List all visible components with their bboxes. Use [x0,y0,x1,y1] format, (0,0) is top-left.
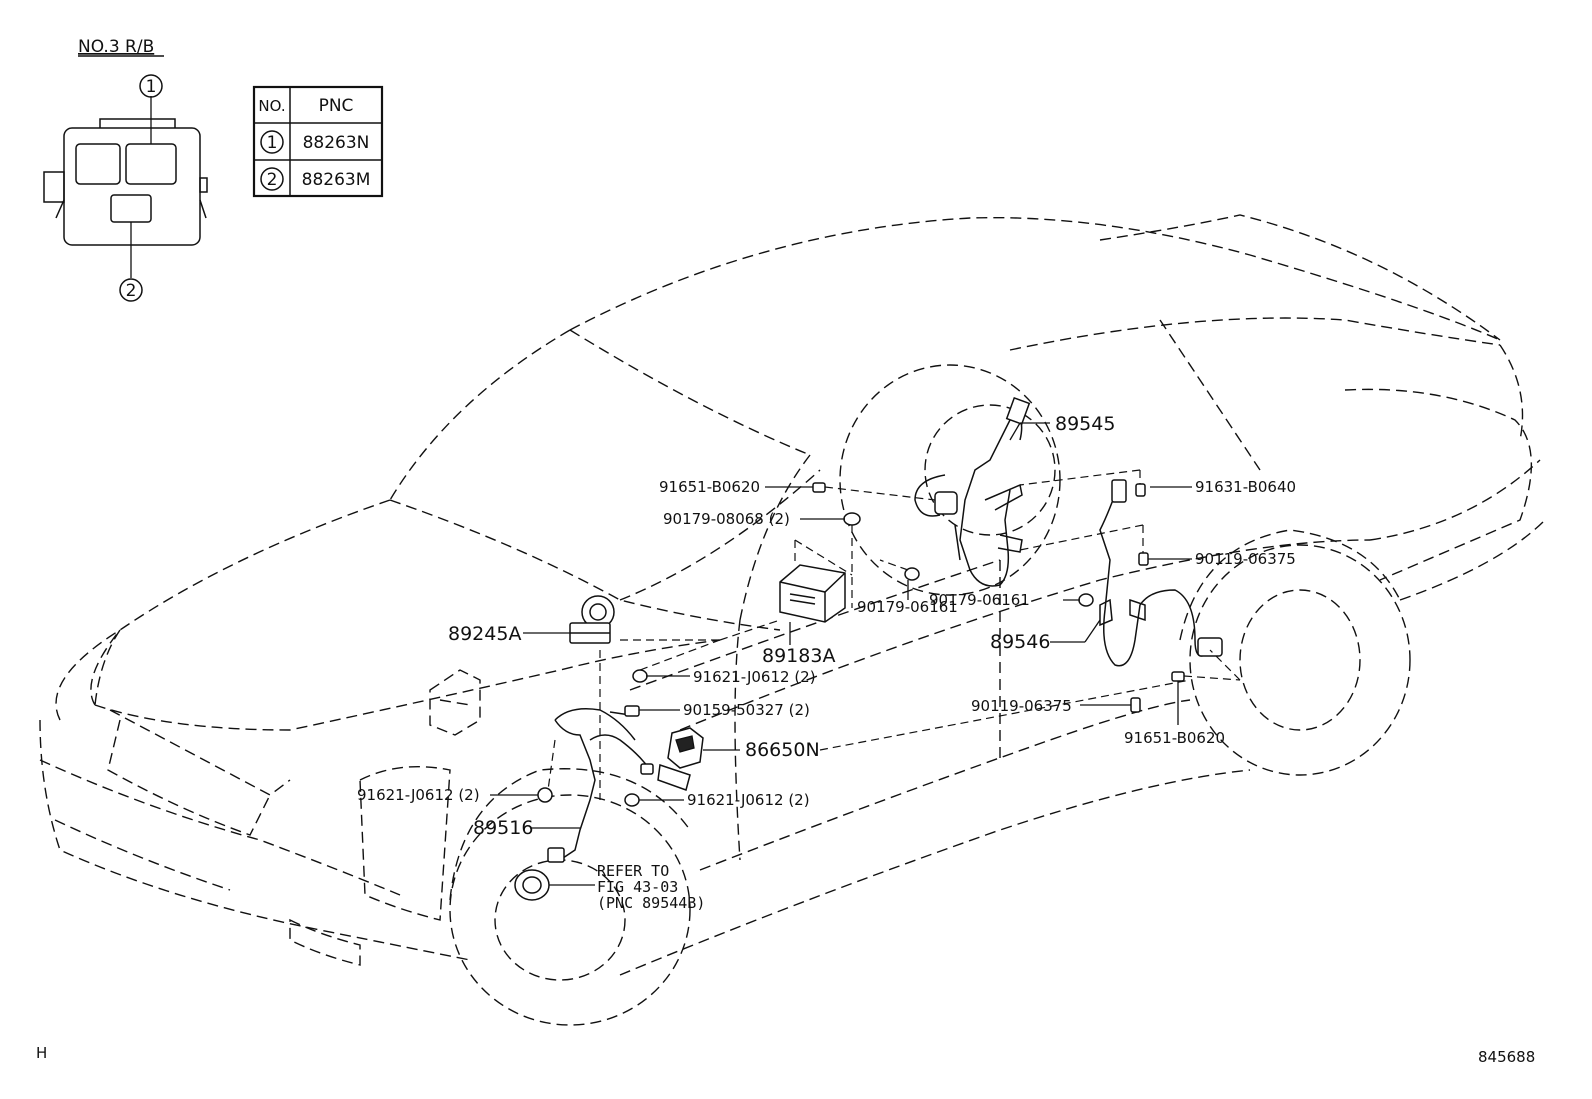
label-90119-06375-bottom: 90119-06375 [971,697,1072,715]
callout-2: 2 [126,281,137,301]
harness-89516 [514,708,654,901]
engine-bay-component [429,669,481,736]
table-row-1-pnc: 88263N [303,133,370,153]
label-89245a: 89245A [448,623,521,645]
callout-1-circle [139,74,163,98]
label-91651-b0620-bottom: 91651-B0620 [1124,729,1225,747]
label-90179-06161-a: 90179-06161 [857,598,958,616]
refer-to-line-3: (PNC 89544B) [597,894,705,912]
car-outline [39,214,1546,1026]
footer-left-code: H [36,1044,47,1062]
pnc-table: NO. PNC 1 88263N 2 88263M [252,85,384,198]
callout-2-circle [119,278,143,302]
table-row-2-no: 2 [267,170,278,190]
label-89183a: 89183A [762,645,835,667]
label-89545: 89545 [1055,413,1115,435]
part-86650n [657,727,704,791]
table-header-no: NO. [258,97,285,115]
fasteners [537,482,1185,807]
label-90179-06161-b: 90179-06161 [929,591,1030,609]
label-91621-j0612-b: 91621-J0612 (2) [357,786,480,804]
refer-to-line-1: REFER TO [597,862,669,880]
label-91651-b0620-top: 91651-B0620 [659,478,760,496]
footer-right-code: 845688 [1478,1048,1535,1066]
label-86650n: 86650N [745,739,820,761]
label-91621-j0612-a: 91621-J0612 (2) [693,668,816,686]
label-91631-b0640: 91631-B0640 [1195,478,1296,496]
part-labels: 89545 91651-B0620 91631-B0640 90179-0806… [357,413,1296,912]
callout-1: 1 [146,77,157,97]
label-89546: 89546 [990,631,1050,653]
label-90159-50327: 90159-50327 (2) [683,701,810,719]
label-91621-j0612-c: 91621-J0612 (2) [687,791,810,809]
label-89516: 89516 [473,817,533,839]
sensor-89245a [569,595,615,644]
table-row-2-pnc: 88263M [302,170,371,190]
ecu-89183a [779,564,846,623]
sensor-89546 [1099,479,1223,667]
leader-lines [490,422,1241,886]
table-row-1-no: 1 [267,133,278,153]
refer-to-line-2: FIG 43-03 [597,878,678,896]
label-90119-06375-top: 90119-06375 [1195,550,1296,568]
label-90179-08068: 90179-08068 (2) [663,510,790,528]
relay-block-title: NO.3 R/B [78,37,154,57]
table-header-pnc: PNC [319,96,354,116]
relay-block-inset: NO.3 R/B 1 2 [43,37,208,302]
sensor-89545 [914,396,1031,587]
